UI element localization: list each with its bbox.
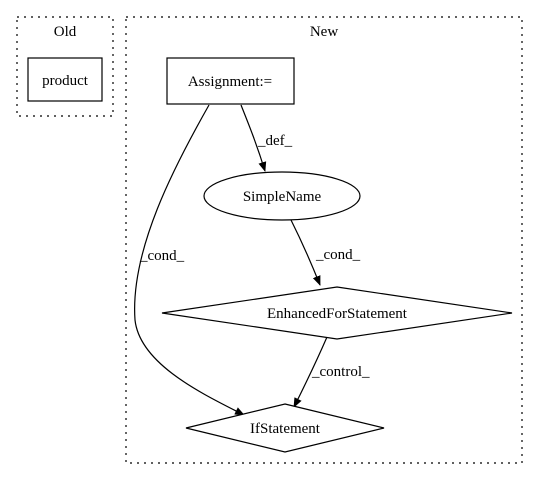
edge-label-control: _control_ — [311, 364, 370, 380]
node-assignment-label: Assignment:= — [188, 74, 272, 90]
node-product-label: product — [42, 73, 89, 89]
cluster-old-label: Old — [54, 24, 77, 40]
node-assignment[interactable]: Assignment:= — [166, 57, 295, 105]
edge-simplename-to-enhancedfor: _cond_ — [290, 219, 361, 286]
edge-assign-to-simplename: _def_ — [240, 104, 293, 172]
cluster-new-label: New — [310, 24, 338, 40]
cluster-old: Old — [16, 16, 114, 117]
edge-label-cond: _cond_ — [315, 247, 361, 263]
node-ifstatement-label: IfStatement — [250, 421, 321, 437]
node-product[interactable]: product — [27, 57, 103, 102]
edge-assign-to-if: _cond_ — [134, 104, 245, 416]
node-enhancedfor-label: EnhancedForStatement — [267, 306, 408, 322]
edge-line — [293, 336, 328, 408]
edge-label-def: _def_ — [257, 133, 293, 149]
node-ifstatement[interactable]: IfStatement — [185, 403, 385, 453]
cluster-new: New — [125, 16, 523, 464]
edge-line — [134, 104, 245, 416]
node-simplename-ellipse — [203, 171, 361, 221]
cluster-new-border — [125, 16, 523, 464]
node-assignment-box — [166, 57, 295, 105]
edge-line — [240, 104, 267, 172]
node-enhancedfor-diamond — [161, 286, 513, 340]
node-ifstatement-diamond — [185, 403, 385, 453]
edge-label-cond: _cond_ — [139, 248, 185, 264]
node-simplename-label: SimpleName — [243, 189, 322, 205]
edge-line — [290, 219, 321, 286]
node-enhancedfor[interactable]: EnhancedForStatement — [161, 286, 513, 340]
edge-enhancedfor-to-if: _control_ — [293, 336, 370, 408]
node-product-box — [27, 57, 103, 102]
node-simplename[interactable]: SimpleName — [203, 171, 361, 221]
